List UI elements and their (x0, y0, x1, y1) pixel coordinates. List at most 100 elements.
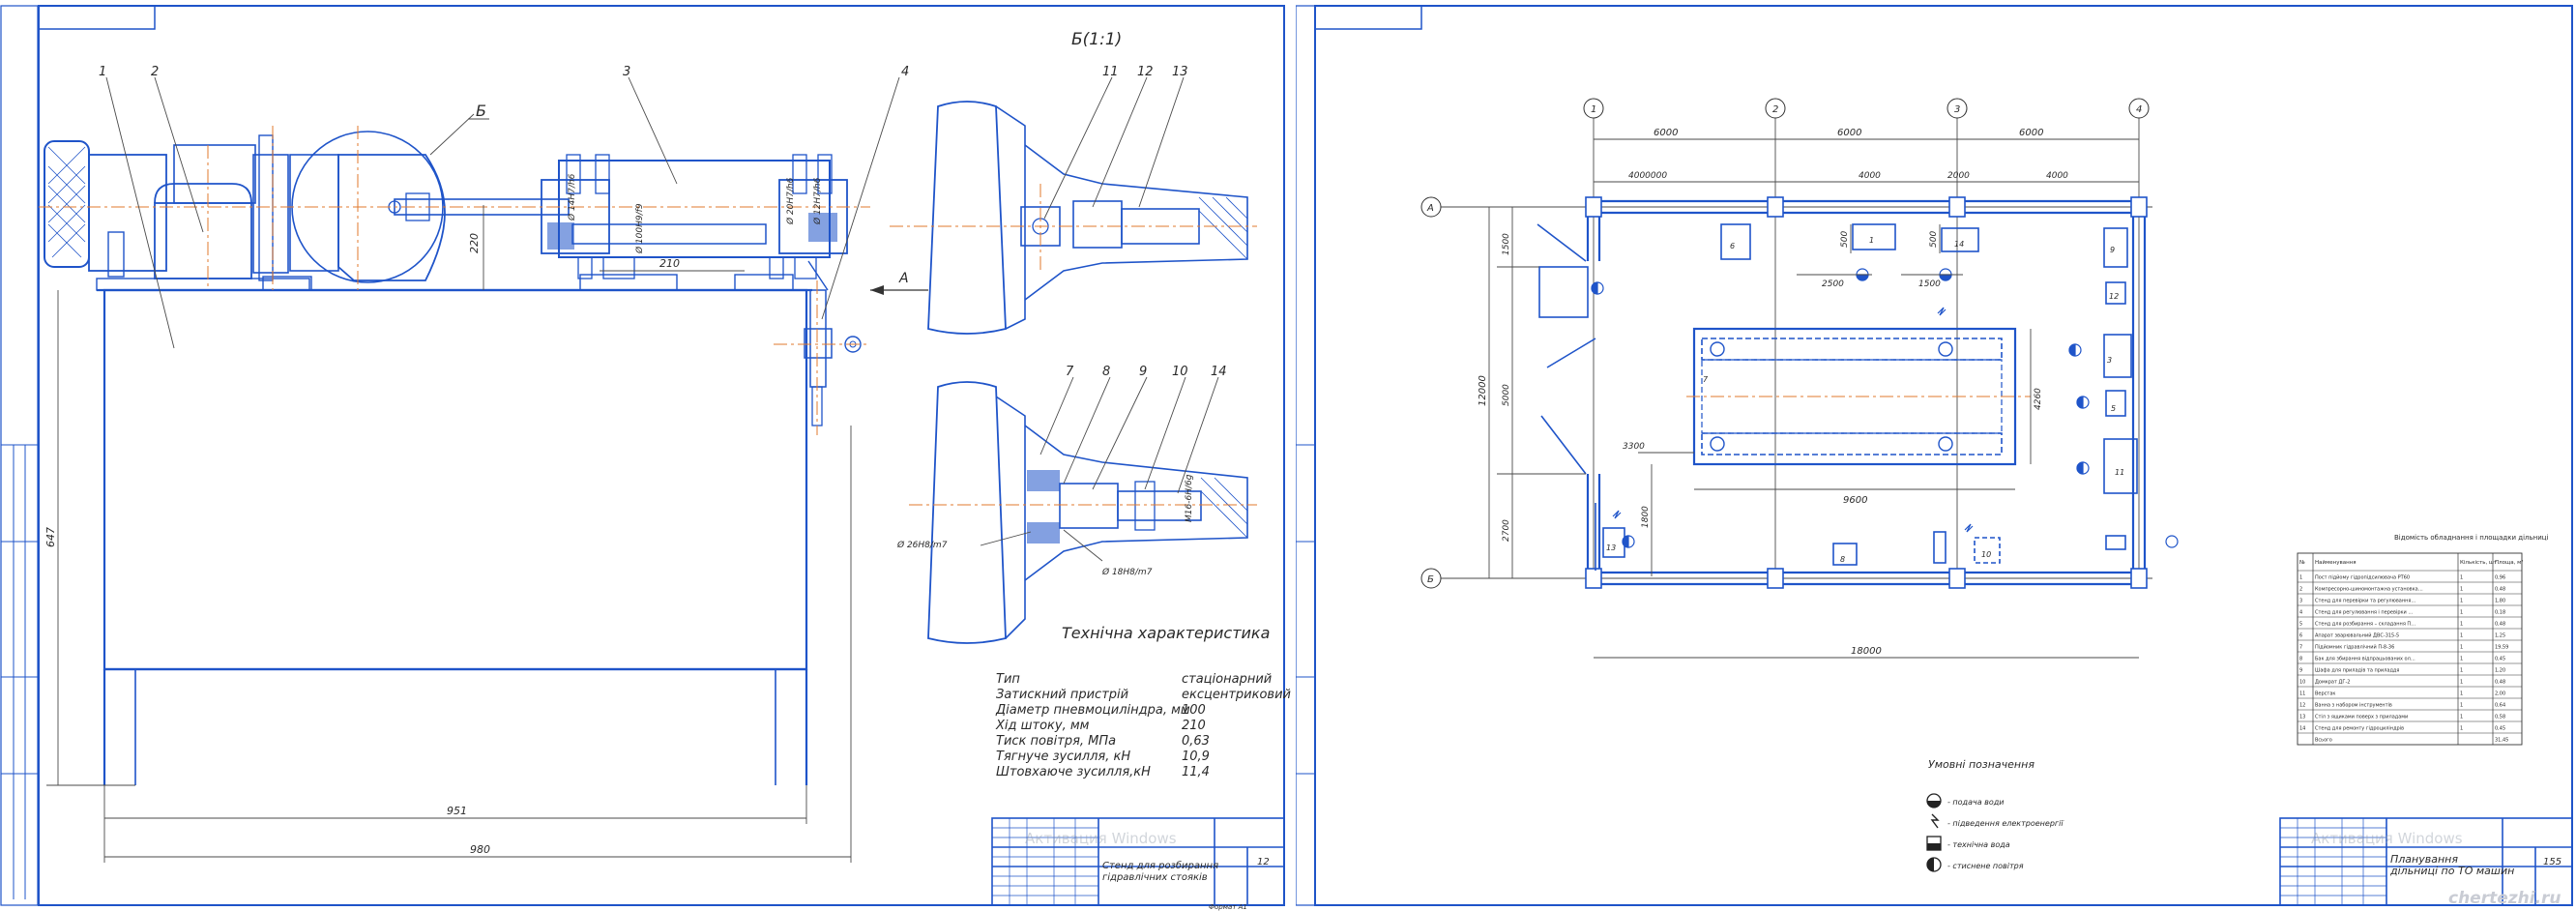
watermark: Активация Windows (1025, 830, 1177, 847)
table-cell: Бак для збирання відпрацьованих ол… (2315, 657, 2415, 662)
fit-12: Ø 12H7/h6 (812, 177, 823, 225)
table-cell: 1 (2460, 680, 2463, 686)
table-cell: Верстак (2315, 691, 2335, 697)
dim-5000: 5000 (1502, 384, 1511, 406)
table-cell: 1,20 (2495, 668, 2505, 674)
table-cell: 1 (2460, 587, 2463, 593)
axis-bubble (1420, 568, 1442, 589)
stand-drawing: 220 210 647 951 980 Ø 14H7/h6 Ø 100H9/f9… (0, 5, 1291, 911)
table-cell: 0,48 (2495, 622, 2505, 628)
tech-title: Технічна характеристика (1062, 624, 1270, 642)
tech-row-value: 0,63 (1182, 734, 1210, 749)
table-cell: Стенд для перевірки та регулювання… (2315, 599, 2415, 604)
tech-row-label: Тягнуче зусилля, кН (996, 749, 1130, 764)
tech-row-value: стаціонарний (1182, 672, 1272, 687)
legend: - подача води - підведення електроенергії… (1926, 793, 2064, 872)
dim-4000-b: 4000 (2046, 171, 2068, 181)
tech-row-value: 10,9 (1182, 749, 1210, 764)
axis-label: Б (1427, 574, 1434, 585)
table-cell: 3 (2299, 599, 2302, 604)
valve (809, 289, 827, 388)
table-frame (102, 288, 808, 671)
sheet-frame (38, 5, 1285, 906)
table-cell: Стіл з ящиками поверх з приладами (2315, 715, 2408, 720)
stamp-sheet: 155 (2543, 857, 2561, 867)
columns (1585, 196, 2148, 589)
dim-500a: 500 (1840, 231, 1850, 248)
tech-row-value: 11,4 (1182, 765, 1210, 779)
callout-2: 2 (151, 65, 159, 79)
section-a-body (927, 381, 1007, 644)
table-cell: 0,45 (2495, 726, 2505, 732)
table-cell: 1 (2460, 726, 2463, 732)
callout-3: 3 (623, 65, 630, 79)
table-cell: 4 (2299, 610, 2302, 616)
power-icon (1930, 813, 1940, 829)
table-cell: Підйомник гідравлічний П-8-36 (2315, 644, 2394, 651)
dim-4000000: 4000000 (1628, 171, 1667, 181)
dim-220: 220 (468, 233, 481, 253)
equipment-label: 10 (1981, 550, 1991, 559)
table-cell: Стенд для розбирання – складання П… (2315, 622, 2415, 628)
dim-951: 951 (447, 805, 467, 817)
table-cell: 1 (2460, 645, 2463, 651)
table-cell: 1 (2460, 610, 2463, 616)
tech-row-label: Затискний пристрій (996, 688, 1128, 702)
table-cell: 0,48 (2495, 587, 2505, 593)
legend-text: - подача води (1947, 798, 2005, 807)
table-cell: Ванна з набором інструментів (2315, 703, 2392, 709)
legend-text: - підведення електроенергії (1947, 819, 2064, 828)
binding-strip (1296, 5, 1316, 906)
table-cell: 13 (2299, 715, 2305, 720)
table-cell: 12 (2299, 703, 2305, 709)
table-cell: Домкрат ДГ-2 (2315, 680, 2350, 686)
table-cell: 11 (2299, 691, 2305, 697)
table-cell: 0,18 (2495, 610, 2505, 616)
dim-980: 980 (470, 843, 490, 856)
table-header: Найменування (2315, 559, 2356, 566)
table-header: Площа, м² (2495, 559, 2523, 566)
table-cell: 0,58 (2495, 715, 2505, 720)
legend-title: Умовні позначення (1928, 758, 2034, 771)
dim-4260: 4260 (2034, 388, 2043, 410)
drawing-sheet-stand: 220 210 647 951 980 Ø 14H7/h6 Ø 100H9/f9… (0, 5, 1291, 911)
axis-label: 4 (2136, 104, 2142, 115)
fit-18: Ø 18H8/m7 (1101, 567, 1153, 577)
tech-row-label: Тип (996, 672, 1020, 687)
table-cell: 9 (2299, 668, 2302, 674)
table-cell: 1 (2299, 575, 2302, 581)
dim-2500: 2500 (1822, 279, 1844, 289)
table-cell: 1 (2460, 691, 2463, 697)
table-cell: 6 (2299, 633, 2302, 639)
dim-1500: 1500 (1502, 233, 1511, 255)
tech-row-value: 100 (1182, 703, 1206, 718)
table-border (2297, 552, 2523, 746)
table-cell: 1 (2460, 715, 2463, 720)
fit-m16: M16-6H/6g (1185, 474, 1194, 522)
table-cell: 1 (2460, 599, 2463, 604)
callout-10: 10 (1172, 365, 1188, 379)
dim-6000-c: 6000 (2019, 128, 2043, 138)
table-cell: 1 (2460, 657, 2463, 662)
site-mark: chertezhi.ru (2448, 889, 2561, 908)
table-cell: 10 (2299, 680, 2305, 686)
callout-9: 9 (1139, 365, 1147, 379)
table-cell: Стенд для регулювання і перевірки … (2315, 610, 2413, 616)
bearing-housing (154, 202, 252, 279)
dim-2700: 2700 (1502, 519, 1511, 542)
table-cell: Стенд для ремонту гідроциліндрів (2315, 726, 2404, 732)
tech-row-label: Штовхаюче зусилля,кН (996, 765, 1151, 779)
table-cell: 14 (2299, 726, 2305, 732)
table-cell: Пост підйому гідропідсилювача РТ60 (2315, 574, 2410, 581)
axis-label: 1 (1591, 104, 1596, 115)
axis-bubble (1420, 196, 1442, 218)
callout-13: 12 (1137, 65, 1154, 79)
equipment-label: 12 (2109, 292, 2119, 301)
air-icon-fill (1927, 858, 1934, 871)
callout-14: 13 (1172, 65, 1188, 79)
table-cell: 7 (2299, 645, 2302, 651)
dim-500b: 500 (1929, 231, 1939, 248)
